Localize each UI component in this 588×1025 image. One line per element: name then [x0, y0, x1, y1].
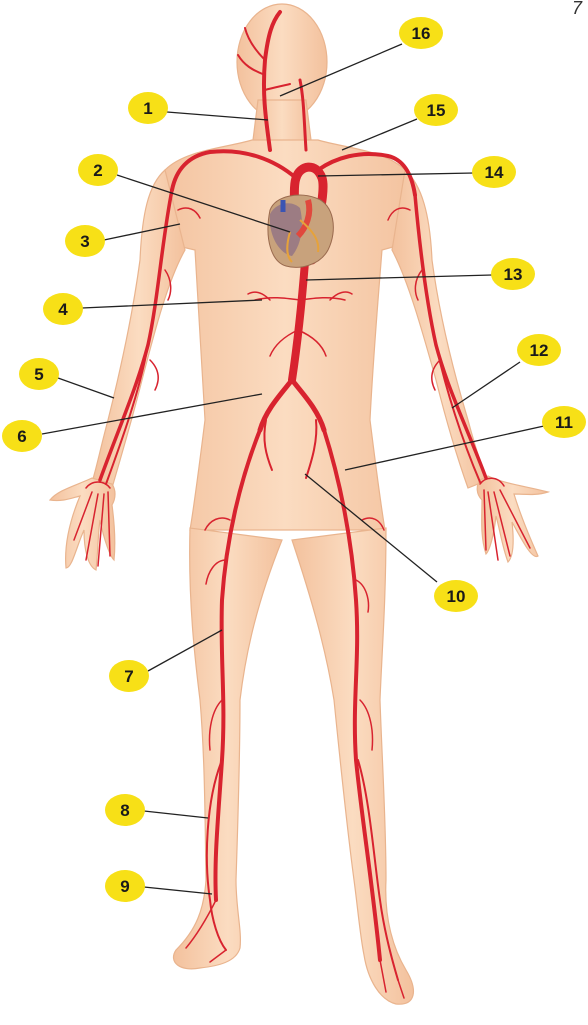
leg-right-side — [291, 527, 414, 1005]
callout-2: 2 — [78, 154, 118, 186]
leader-line-16 — [279, 43, 403, 97]
common-iliac-right-side — [289, 377, 327, 433]
leader-line-13 — [305, 274, 493, 281]
leader-line-5 — [57, 377, 115, 399]
callout-label: 9 — [120, 877, 129, 896]
leader-line-8 — [143, 810, 209, 819]
heart-ventricle — [269, 203, 302, 256]
arm-branches-right-side — [387, 207, 441, 391]
callout-markers: 1 2 3 4 5 6 7 8 9 10 11 12 13 14 15 16 — [2, 17, 586, 902]
arm-right-side — [391, 168, 489, 489]
callout-label: 13 — [504, 265, 523, 284]
subclavian-left-side — [170, 149, 298, 192]
leg-branches — [204, 517, 385, 751]
leader-line-2 — [116, 174, 291, 233]
abdominal-branches — [247, 291, 353, 357]
leader-lines — [41, 43, 545, 895]
callout-6: 6 — [2, 420, 42, 452]
callout-label: 6 — [17, 427, 26, 446]
callout-10: 10 — [434, 580, 478, 612]
palmar-arch-left-side — [73, 481, 111, 567]
hand-left-side — [48, 477, 116, 571]
internal-iliac-right-side — [305, 419, 318, 479]
corner-mark: 7 — [571, 0, 582, 18]
callout-7: 7 — [109, 660, 149, 692]
leader-line-11 — [344, 425, 545, 471]
descending-aorta — [288, 258, 309, 384]
callout-label: 16 — [412, 24, 431, 43]
leader-line-14 — [317, 172, 475, 177]
leader-line-6 — [41, 393, 263, 435]
leader-line-4 — [81, 299, 263, 309]
leg-left-side — [172, 527, 283, 970]
foot-arteries — [185, 899, 405, 999]
callout-label: 1 — [143, 99, 152, 118]
callout-16: 16 — [399, 17, 443, 49]
callout-label: 11 — [555, 413, 573, 432]
coronary-vessels — [286, 219, 320, 263]
arm-branches-left-side — [149, 207, 201, 391]
femoral-artery-right-side — [322, 428, 382, 962]
callout-11: 11 — [542, 406, 586, 438]
callout-15: 15 — [414, 94, 458, 126]
subclavian-right-side — [316, 151, 417, 197]
radial-artery-left-side — [105, 344, 149, 485]
leader-line-9 — [143, 886, 213, 895]
common-iliac-left-side — [257, 377, 295, 433]
body-silhouette — [48, 3, 551, 1005]
leader-line-10 — [304, 473, 438, 583]
arm-left-side — [91, 168, 186, 489]
callout-3: 3 — [65, 225, 105, 257]
hand-right-side — [476, 475, 551, 564]
callout-label: 4 — [58, 300, 68, 319]
aorta-root — [295, 199, 313, 239]
leader-line-15 — [341, 118, 418, 151]
callout-label: 5 — [34, 365, 43, 384]
callout-5: 5 — [19, 358, 59, 390]
leader-line-7 — [147, 629, 223, 672]
callout-13: 13 — [491, 258, 535, 290]
callout-1: 1 — [128, 92, 168, 124]
callout-label: 3 — [80, 232, 89, 251]
callout-label: 12 — [530, 341, 549, 360]
callout-12: 12 — [517, 334, 561, 366]
internal-iliac-left-side — [263, 419, 273, 471]
femoral-artery-left-side — [213, 428, 262, 902]
heart — [267, 194, 334, 268]
leader-line-3 — [103, 223, 181, 241]
callout-label: 7 — [124, 667, 133, 686]
carotid-artery-right — [298, 78, 308, 152]
tibial-artery-left-side — [205, 759, 227, 951]
callout-9: 9 — [105, 870, 145, 902]
callout-4: 4 — [43, 293, 83, 325]
callout-label: 15 — [427, 101, 446, 120]
callout-label: 14 — [485, 163, 504, 182]
callout-8: 8 — [105, 794, 145, 826]
callout-label: 2 — [93, 161, 102, 180]
callout-label: 8 — [120, 801, 129, 820]
leader-line-1 — [166, 111, 269, 121]
callout-label: 10 — [447, 587, 466, 606]
leader-line-12 — [451, 361, 521, 409]
callout-14: 14 — [472, 156, 516, 188]
palmar-arch-right-side — [479, 477, 531, 561]
tibial-artery-right-side — [357, 759, 399, 981]
temporal-branch — [237, 27, 291, 91]
